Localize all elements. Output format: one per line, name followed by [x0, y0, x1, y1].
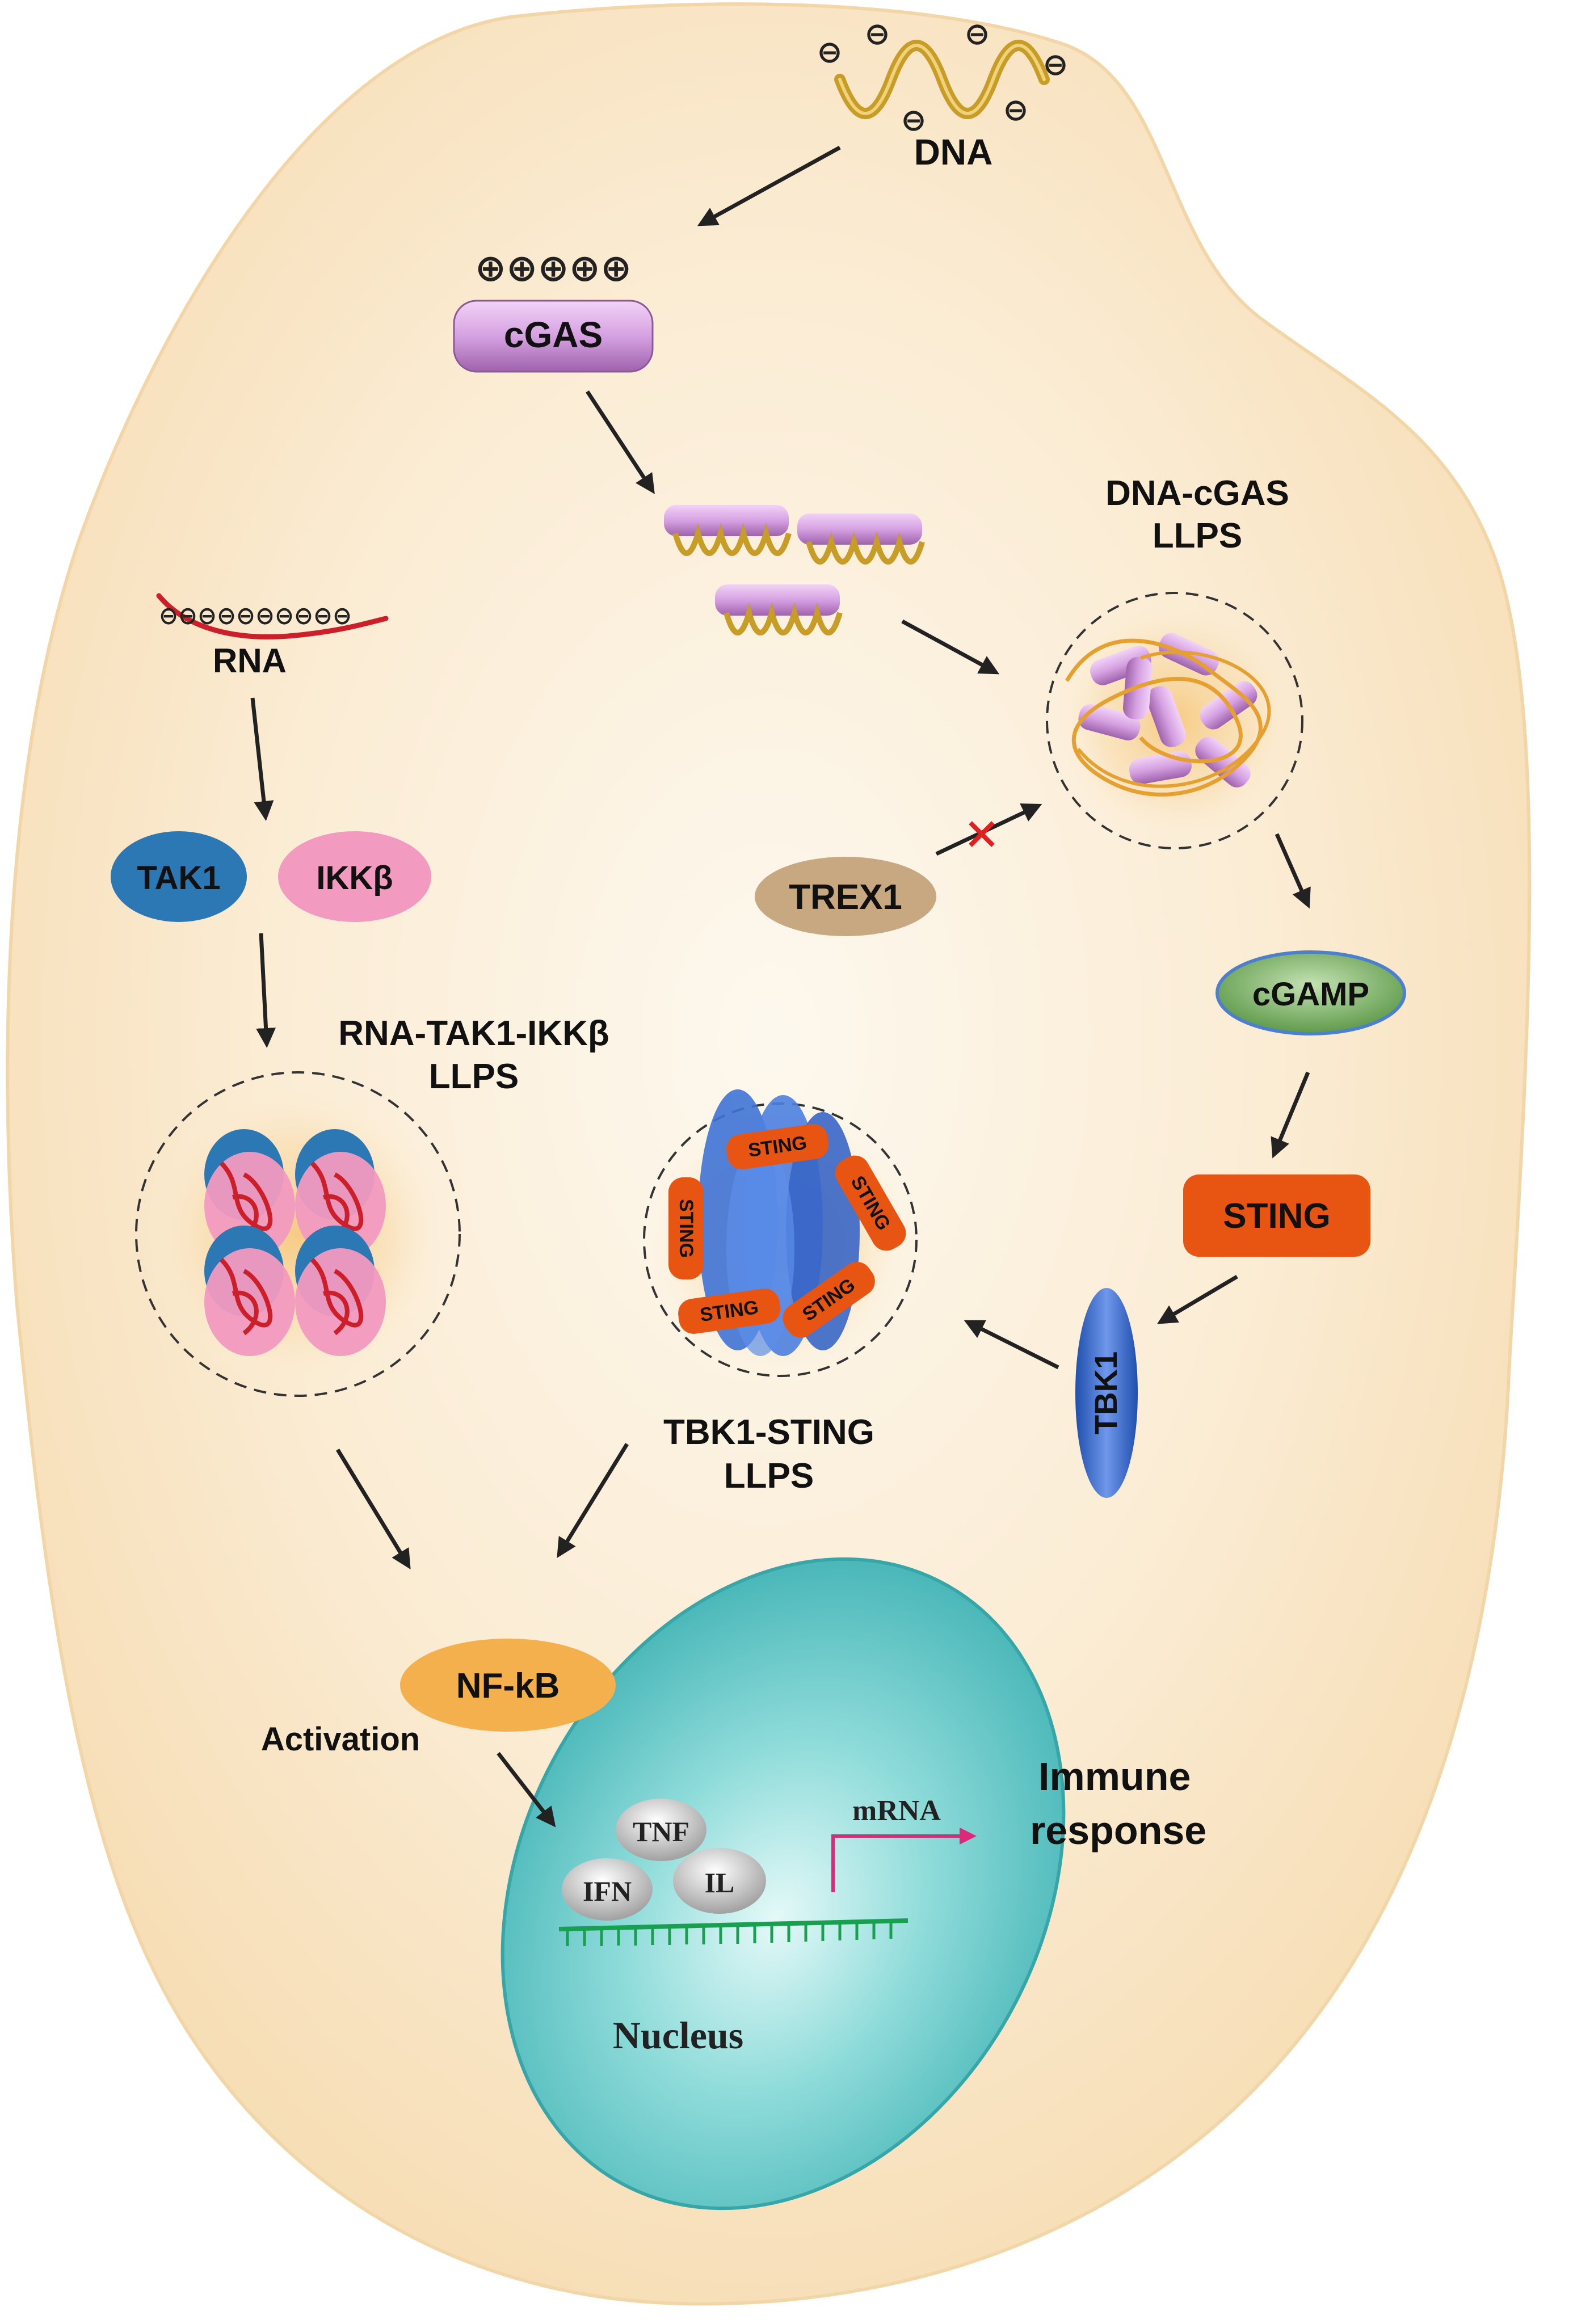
sting-tag-bottom-left: STING: [678, 1289, 781, 1334]
dna-charge: ⊖: [864, 17, 890, 51]
tbk1-sting-llps: STING STING STING STING STING TBK1-STING…: [643, 1089, 918, 1496]
nucleus: Nucleus TNF IFN IL mRNA: [500, 1557, 1066, 2211]
rna-tak1-ikkb-llps-title: LLPS: [429, 1057, 519, 1096]
tbk1-protein: TBK1: [1075, 1288, 1138, 1498]
rna-protein-cluster: [295, 1226, 386, 1356]
rna-protein-cluster: [295, 1129, 386, 1260]
trex1-label: TREX1: [789, 878, 902, 917]
immune-response-label: response: [1030, 1808, 1206, 1853]
activation-label: Activation: [261, 1721, 420, 1758]
rna-tak1-ikkb-llps: RNA-TAK1-IKKβ LLPS: [135, 1014, 609, 1397]
dna-charge: ⊖: [817, 35, 842, 69]
nucleus-label: Nucleus: [613, 2014, 743, 2057]
dna-charge: ⊖: [964, 17, 990, 51]
cgas-condensate: [1065, 633, 1271, 797]
tak1-label: TAK1: [137, 860, 220, 896]
trex1-protein: TREX1: [755, 857, 936, 936]
tnf-protein: [616, 1799, 706, 1861]
dna-label: DNA: [914, 132, 993, 172]
dna-cgas-complex: [664, 505, 792, 556]
ifn-label: IFN: [583, 1875, 632, 1907]
dna-charge: ⊖: [1003, 93, 1028, 127]
rna-molecule: ⊖⊖⊖⊖⊖⊖⊖⊖⊖⊖ RNA: [156, 593, 389, 680]
dna-charge: ⊖: [901, 103, 926, 137]
sting-tag-left: STING: [668, 1177, 704, 1279]
cgamp-label: cGAMP: [1252, 976, 1369, 1013]
nfkb-protein: NF-kB Activation: [261, 1639, 616, 1758]
trex1-ellipse: [755, 857, 936, 936]
arrow-sting-to-tbk1: [1156, 1274, 1238, 1324]
ikkb-label: IKKβ: [316, 860, 393, 896]
tbk1-sting-llps-title: LLPS: [724, 1456, 814, 1496]
immune-response: Immune response: [1030, 1754, 1206, 1853]
llps-boundary: [1046, 592, 1303, 849]
sting-label: STING: [1223, 1197, 1330, 1236]
arrow-cgamp-to-sting: [1271, 1071, 1310, 1159]
cgas-box: [453, 300, 654, 373]
arrow-rna-to-tak1: [250, 697, 274, 821]
dna-cgas-complex: [715, 584, 843, 635]
tak1-ellipse: [111, 831, 247, 922]
mrna-label: mRNA: [852, 1795, 941, 1827]
dna-cgas-llps-title: LLPS: [1153, 516, 1242, 555]
svg-text:STING: STING: [675, 1199, 697, 1258]
tak1-protein: TAK1: [111, 831, 247, 922]
nfkb-ellipse: [400, 1639, 616, 1732]
dna-cgas-llps-title: DNA-cGAS: [1105, 474, 1289, 513]
cgas-label: cGAS: [504, 314, 603, 355]
ifn-protein: [562, 1858, 653, 1921]
rna-tak1-ikkb-llps-title: RNA-TAK1-IKKβ: [338, 1014, 609, 1053]
llps-boundary: [135, 1071, 461, 1397]
arrow-llps-to-cgamp: [1275, 833, 1311, 909]
dna-charge: ⊖: [1042, 48, 1068, 82]
tnf-label: TNF: [633, 1816, 689, 1847]
cgamp-molecule: cGAMP: [1216, 950, 1406, 1035]
arrow-tbk1-llps-to-nfkb: [557, 1443, 629, 1558]
nfkb-label: NF-kB: [456, 1666, 560, 1706]
arrow-cgas-to-complex: [586, 390, 655, 494]
cgamp-ellipse: [1216, 950, 1406, 1035]
sting-protein: STING: [1183, 1174, 1370, 1257]
llps-glow: [142, 1078, 454, 1390]
inhibition-x-mark: [969, 821, 995, 847]
cgas-protein: ⊕⊕⊕⊕⊕ cGAS: [453, 247, 654, 373]
tbk1-label: TBK1: [1088, 1352, 1124, 1434]
cgas-charges: ⊕⊕⊕⊕⊕: [475, 247, 632, 289]
dna-ladder: [558, 1918, 909, 1946]
arrow-nfkb-to-nucleus: [497, 1752, 556, 1828]
dna-cgas-complex: [797, 513, 925, 565]
transcription-arrow: [831, 1828, 977, 1892]
nucleus-ellipse: [500, 1557, 1066, 2211]
ikkb-protein: IKKβ: [278, 831, 431, 922]
sting-tag-top: STING: [726, 1124, 829, 1169]
arrow-tbk1-to-llps: [964, 1320, 1059, 1370]
arrow-dna-to-cgas: [697, 145, 841, 226]
rna-strand: [156, 593, 389, 639]
rna-charges: ⊖⊖⊖⊖⊖⊖⊖⊖⊖⊖: [159, 602, 352, 630]
dna-cgas-llps: DNA-cGAS LLPS: [1046, 474, 1303, 849]
tbk1-sting-llps-title: TBK1-STING: [663, 1413, 874, 1452]
arrow-complex-to-llps: [901, 619, 1000, 675]
tbk1-ellipse: [1075, 1288, 1138, 1498]
il-label: IL: [705, 1867, 735, 1898]
dna-molecule: ⊖ ⊖ ⊖ ⊖ ⊖ ⊖ DNA: [817, 17, 1068, 172]
dna-cgas-complexes: [664, 505, 925, 635]
rna-label: RNA: [213, 642, 287, 680]
immune-response-label: Immune: [1038, 1754, 1191, 1799]
il-protein: [673, 1848, 766, 1914]
rna-protein-cluster: [204, 1226, 295, 1356]
arrow-rna-llps-to-nfkb: [336, 1449, 411, 1569]
sting-box: [1183, 1174, 1370, 1257]
ikkb-ellipse: [278, 831, 431, 922]
arrow-tak1-to-llps: [256, 933, 276, 1048]
